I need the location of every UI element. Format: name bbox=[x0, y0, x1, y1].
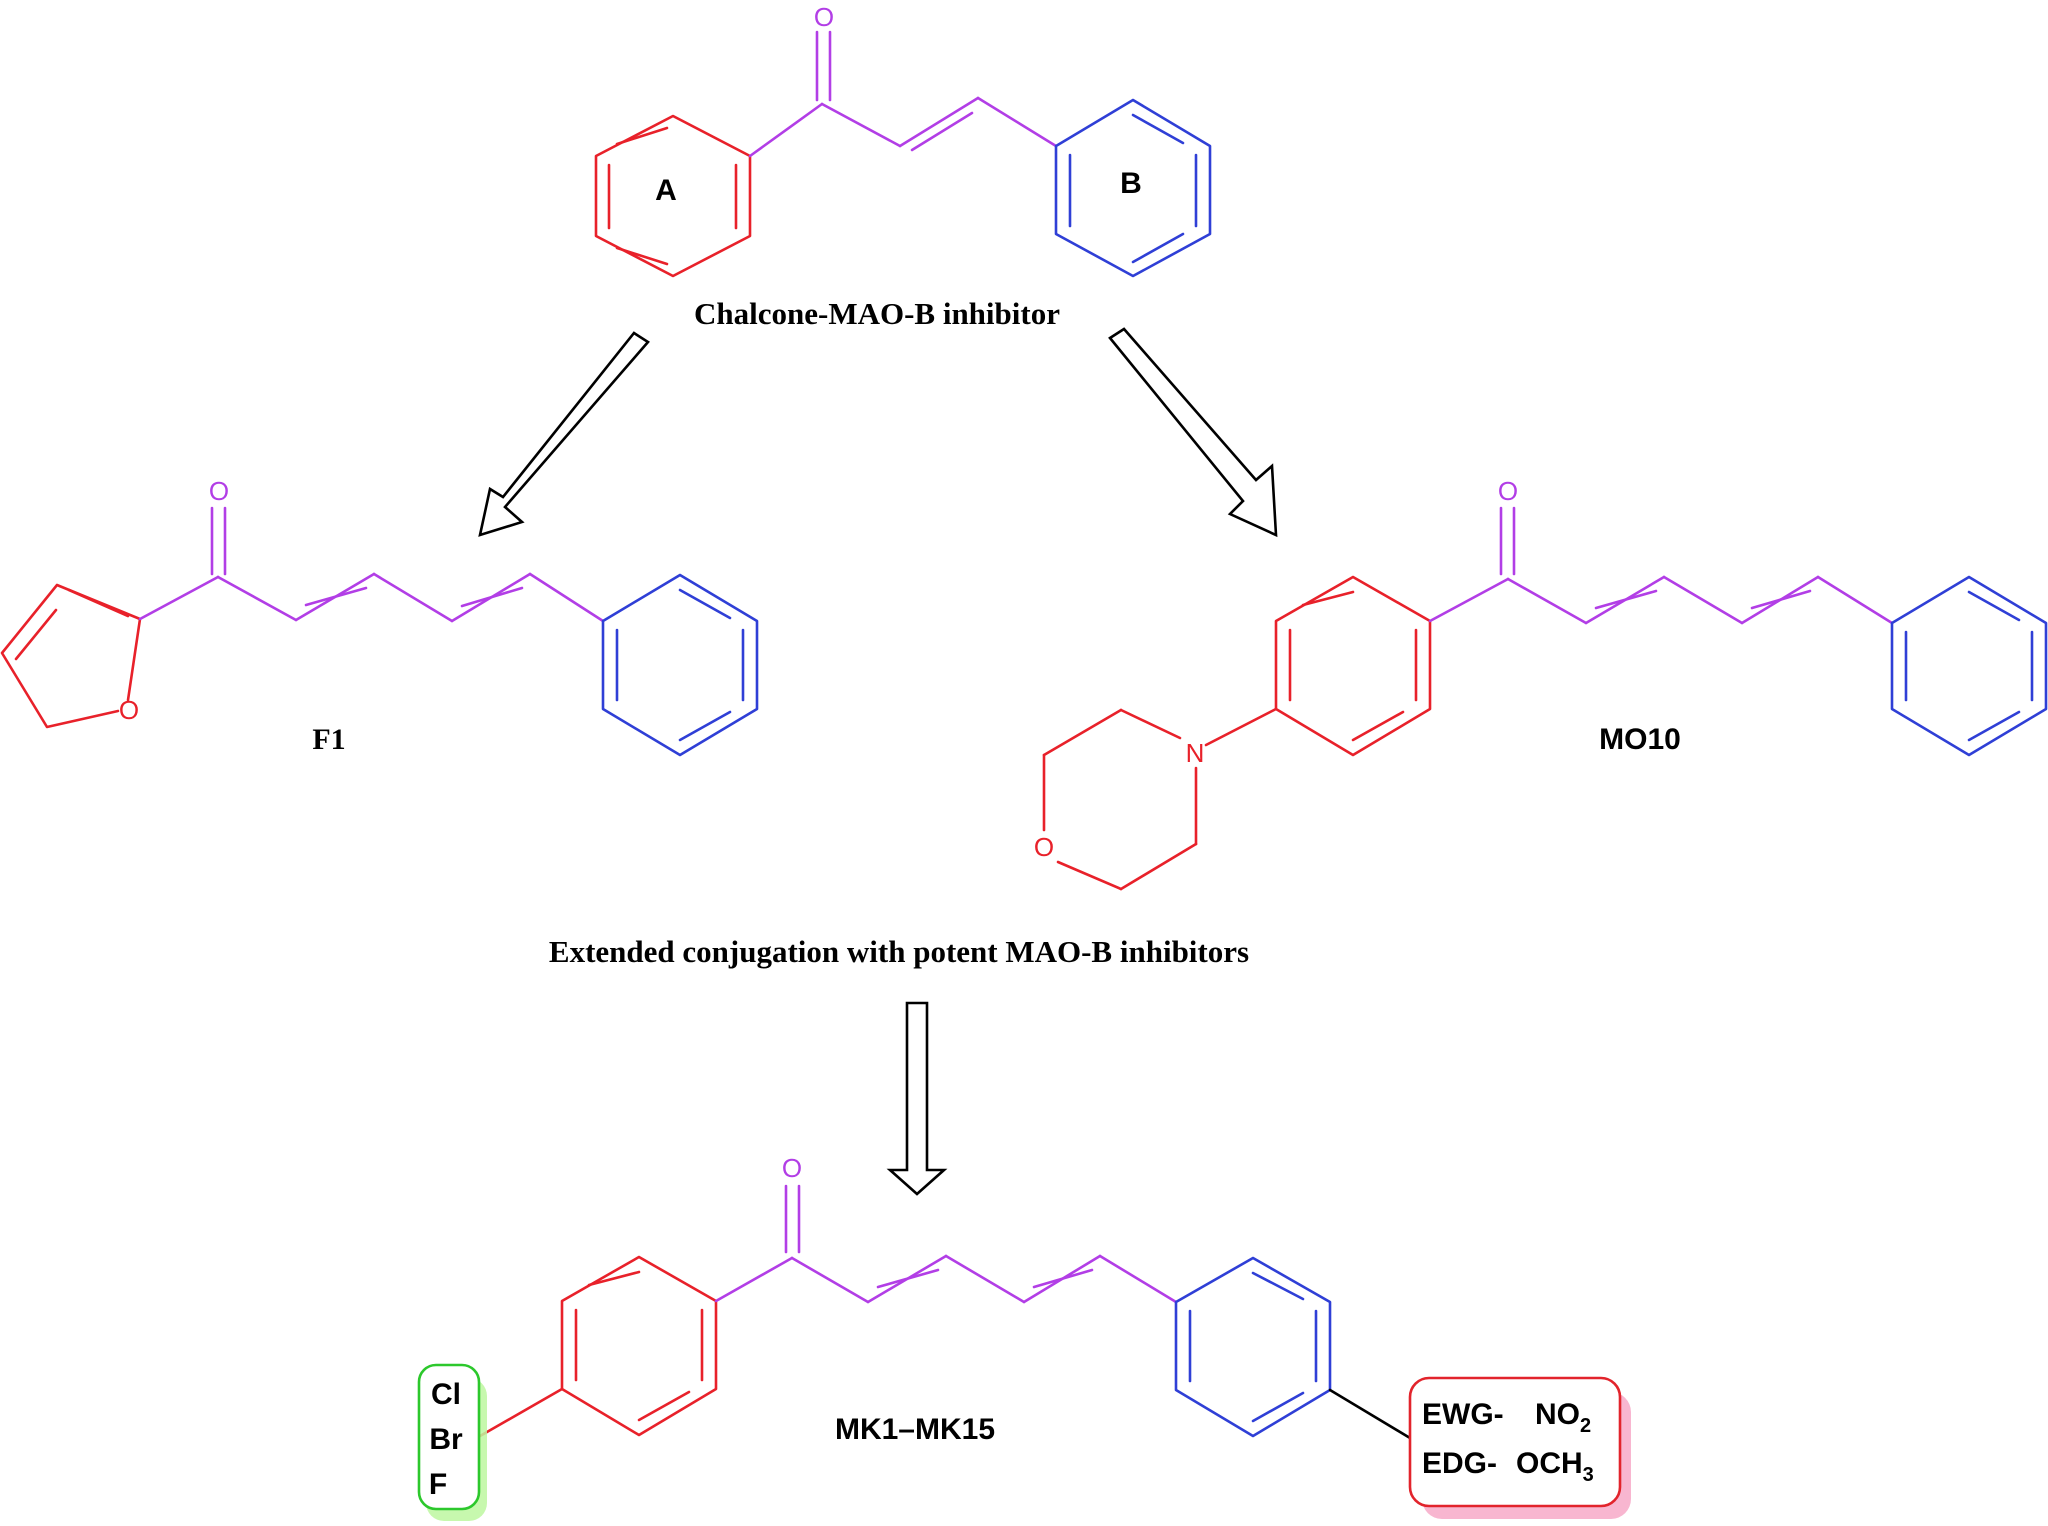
f1-phenyl-ring bbox=[601, 573, 759, 757]
mo10-phenyl-ring bbox=[1890, 575, 2048, 757]
mo10-carbonyl-oxygen: O bbox=[1498, 476, 1518, 506]
halogen-br: Br bbox=[429, 1423, 463, 1456]
furan-ring bbox=[0, 583, 142, 729]
mk-ring-a bbox=[478, 1255, 718, 1438]
f1-furan-oxygen: O bbox=[119, 695, 139, 725]
ring-b-label: B bbox=[1120, 167, 1142, 200]
halogen-cl: Cl bbox=[431, 1378, 461, 1411]
carbonyl-oxygen: O bbox=[814, 2, 834, 32]
chalcone-structure: O A B Chalcone-MAO-B inhibitor bbox=[594, 2, 1212, 331]
f1-linker bbox=[138, 506, 605, 623]
ring-a bbox=[594, 114, 752, 278]
edg-group: OCH bbox=[1516, 1447, 1583, 1480]
mo10-morpholine-oxygen: O bbox=[1034, 832, 1054, 862]
arrow-to-f1 bbox=[478, 331, 650, 537]
substituent-box: EWG- NO2 EDG- OCH3 bbox=[1408, 1376, 1631, 1519]
ewg-subscript: 2 bbox=[1580, 1415, 1591, 1437]
edg-label: EDG- bbox=[1422, 1447, 1497, 1480]
ring-a-label: A bbox=[655, 174, 677, 207]
f1-carbonyl-oxygen: O bbox=[209, 476, 229, 506]
mo10-structure: O N O MO10 bbox=[1034, 476, 2048, 891]
arrow-down bbox=[886, 1001, 948, 1196]
ewg-group: NO bbox=[1535, 1398, 1580, 1431]
f1-structure: O O F1 bbox=[0, 476, 759, 757]
mo10-linker bbox=[1428, 506, 1894, 625]
mo10-label: MO10 bbox=[1599, 723, 1681, 756]
ewg-row: EWG- NO2 bbox=[1422, 1398, 1591, 1437]
mk-ring-b bbox=[1174, 1256, 1332, 1438]
ring-b bbox=[1054, 98, 1212, 278]
halogen-box: Cl Br F bbox=[417, 1363, 487, 1521]
edg-subscript: 3 bbox=[1583, 1464, 1594, 1486]
mk-linker bbox=[714, 1184, 1178, 1304]
ewg-label: EWG- bbox=[1422, 1398, 1504, 1431]
edg-row: EDG- OCH3 bbox=[1422, 1447, 1594, 1486]
mk-structure: O MK1–MK15 Cl Br F EWG- NO2 EDG- OCH3 bbox=[417, 1153, 1631, 1521]
halogen-f: F bbox=[429, 1468, 447, 1501]
arrow-to-mo10 bbox=[1108, 327, 1278, 538]
mo10-benzene-ring bbox=[1204, 575, 1432, 757]
mk-carbonyl-oxygen: O bbox=[782, 1153, 802, 1183]
morpholine-ring bbox=[1042, 708, 1198, 891]
conjugation-caption: Extended conjugation with potent MAO-B i… bbox=[549, 934, 1249, 969]
chalcone-caption: Chalcone-MAO-B inhibitor bbox=[694, 296, 1060, 331]
f1-label: F1 bbox=[312, 723, 345, 756]
mo10-nitrogen: N bbox=[1186, 738, 1205, 768]
mk-label: MK1–MK15 bbox=[835, 1413, 995, 1446]
chalcone-linker bbox=[748, 30, 1058, 158]
substituent-bond bbox=[1328, 1388, 1412, 1440]
